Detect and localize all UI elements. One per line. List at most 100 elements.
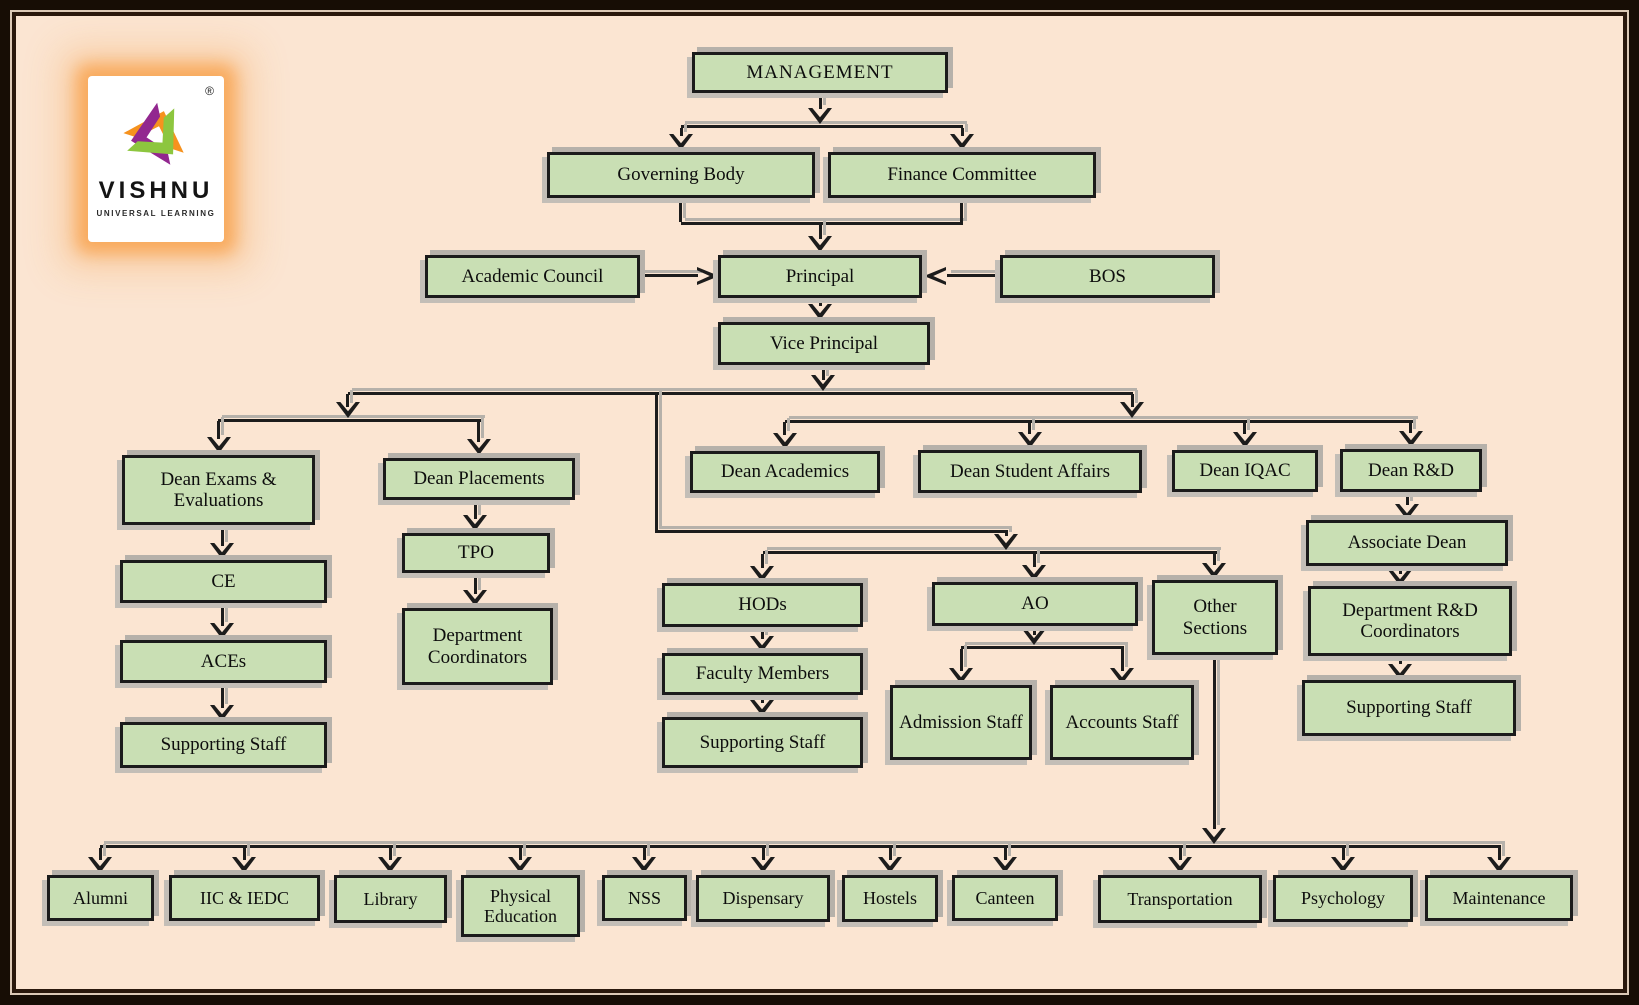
connector-line <box>243 848 246 860</box>
connector-line <box>1498 848 1501 860</box>
node-dean-student-affairs: Dean Student Affairs <box>918 450 1142 493</box>
node-other-sections: Other Sections <box>1152 580 1278 655</box>
node-faculty-members: Faculty Members <box>662 653 863 695</box>
node-dean-placements: Dean Placements <box>383 458 575 500</box>
arrowhead-down-icon <box>808 108 832 124</box>
brand-name: VISHNU <box>98 177 214 204</box>
connector-line <box>961 646 1124 649</box>
connector-line <box>783 422 786 435</box>
node-psychology: Psychology <box>1273 875 1413 922</box>
node-academic-council: Academic Council <box>425 255 640 298</box>
connector-line <box>1131 394 1134 407</box>
connector-line <box>655 530 1007 533</box>
node-transportation: Transportation <box>1098 875 1262 923</box>
connector-line <box>477 421 480 442</box>
arrowhead-down-icon <box>669 134 693 150</box>
connector-line <box>947 274 1000 277</box>
node-principal: Principal <box>718 255 922 298</box>
node-hostels: Hostels <box>842 875 938 922</box>
connector-line <box>1406 492 1409 505</box>
arrowhead-left-icon <box>924 267 946 285</box>
node-iic-iedc: IIC & IEDC <box>169 875 320 921</box>
logo-card: ® VISHNU UNIVERSAL LEARNING <box>88 76 224 242</box>
arrowhead-down-icon <box>773 433 797 449</box>
connector-line <box>1033 626 1036 635</box>
connector-line <box>1004 848 1007 860</box>
arrowhead-down-icon <box>1395 504 1419 520</box>
connector-line <box>389 848 392 860</box>
arrowhead-down-icon <box>750 566 774 582</box>
connector-line <box>961 128 964 136</box>
node-supporting-staff-hods: Supporting Staff <box>662 717 863 768</box>
node-tpo: TPO <box>402 533 550 573</box>
registered-mark-icon: ® <box>205 84 214 98</box>
node-governing-body: Governing Body <box>547 152 815 198</box>
node-associate-dean: Associate Dean <box>1306 520 1508 566</box>
connector-line <box>1213 655 1216 829</box>
connector-line <box>474 500 477 519</box>
node-dept-coordinators: Department Coordinators <box>402 608 553 685</box>
connector-line <box>761 554 764 568</box>
node-dean-exams: Dean Exams & Evaluations <box>122 455 315 525</box>
node-dean-academics: Dean Academics <box>690 451 880 493</box>
connector-line <box>643 848 646 860</box>
node-admission-staff: Admission Staff <box>890 685 1032 760</box>
connector-line <box>221 683 224 708</box>
arrowhead-down-icon <box>950 134 974 150</box>
node-bos: BOS <box>1000 255 1215 298</box>
connector-line <box>889 848 892 860</box>
node-nss: NSS <box>602 875 687 921</box>
connector-line <box>100 845 1501 848</box>
arrowhead-down-icon <box>808 304 832 320</box>
connector-line <box>761 627 764 639</box>
arrowhead-down-icon <box>1018 432 1042 448</box>
arrowhead-right-icon <box>697 267 719 285</box>
connector-line <box>640 274 698 277</box>
connector-line <box>217 421 220 439</box>
connector-line <box>519 848 522 860</box>
connector-line <box>1121 649 1124 671</box>
node-dean-rd: Dean R&D <box>1340 449 1482 492</box>
node-aces: ACEs <box>120 640 327 683</box>
connector-line <box>1342 848 1345 860</box>
node-physical-education: Physical Education <box>461 875 580 937</box>
node-alumni: Alumni <box>47 875 154 921</box>
arrowhead-down-icon <box>994 534 1018 550</box>
connector-line <box>1399 656 1402 664</box>
node-ao: AO <box>932 582 1138 626</box>
connector-line <box>960 198 963 222</box>
node-supporting-staff-exams: Supporting Staff <box>120 722 327 768</box>
connector-line <box>819 298 822 306</box>
node-canteen: Canteen <box>952 875 1058 921</box>
connector-line <box>474 573 477 594</box>
arrowhead-down-icon <box>1202 563 1226 579</box>
connector-line <box>221 525 224 546</box>
node-dispensary: Dispensary <box>696 875 830 922</box>
connector-line <box>348 392 1133 395</box>
connector-line <box>762 848 765 860</box>
connector-line <box>1033 554 1036 567</box>
arrowhead-down-icon <box>1022 565 1046 581</box>
arrowhead-down-icon <box>1233 432 1257 448</box>
connector-line <box>1179 848 1182 860</box>
node-finance-committee: Finance Committee <box>828 152 1096 198</box>
connector-line <box>1409 422 1412 433</box>
connector-line <box>761 695 764 703</box>
brand-icon <box>123 102 184 165</box>
arrowhead-down-icon <box>1388 664 1412 680</box>
connector-line <box>960 649 963 671</box>
node-management: MANAGEMENT <box>692 52 948 93</box>
node-accounts-staff: Accounts Staff <box>1050 685 1194 760</box>
connector-line <box>785 420 1414 423</box>
connector-line <box>99 848 102 860</box>
connector-line <box>819 225 822 239</box>
connector-line <box>346 394 349 407</box>
node-library: Library <box>334 875 447 923</box>
connector-line <box>218 419 481 422</box>
arrowhead-down-icon <box>1202 828 1226 844</box>
connector-line <box>1213 554 1216 565</box>
connector-line <box>822 365 825 380</box>
node-dean-iqac: Dean IQAC <box>1172 450 1318 492</box>
connector-line <box>681 125 963 128</box>
